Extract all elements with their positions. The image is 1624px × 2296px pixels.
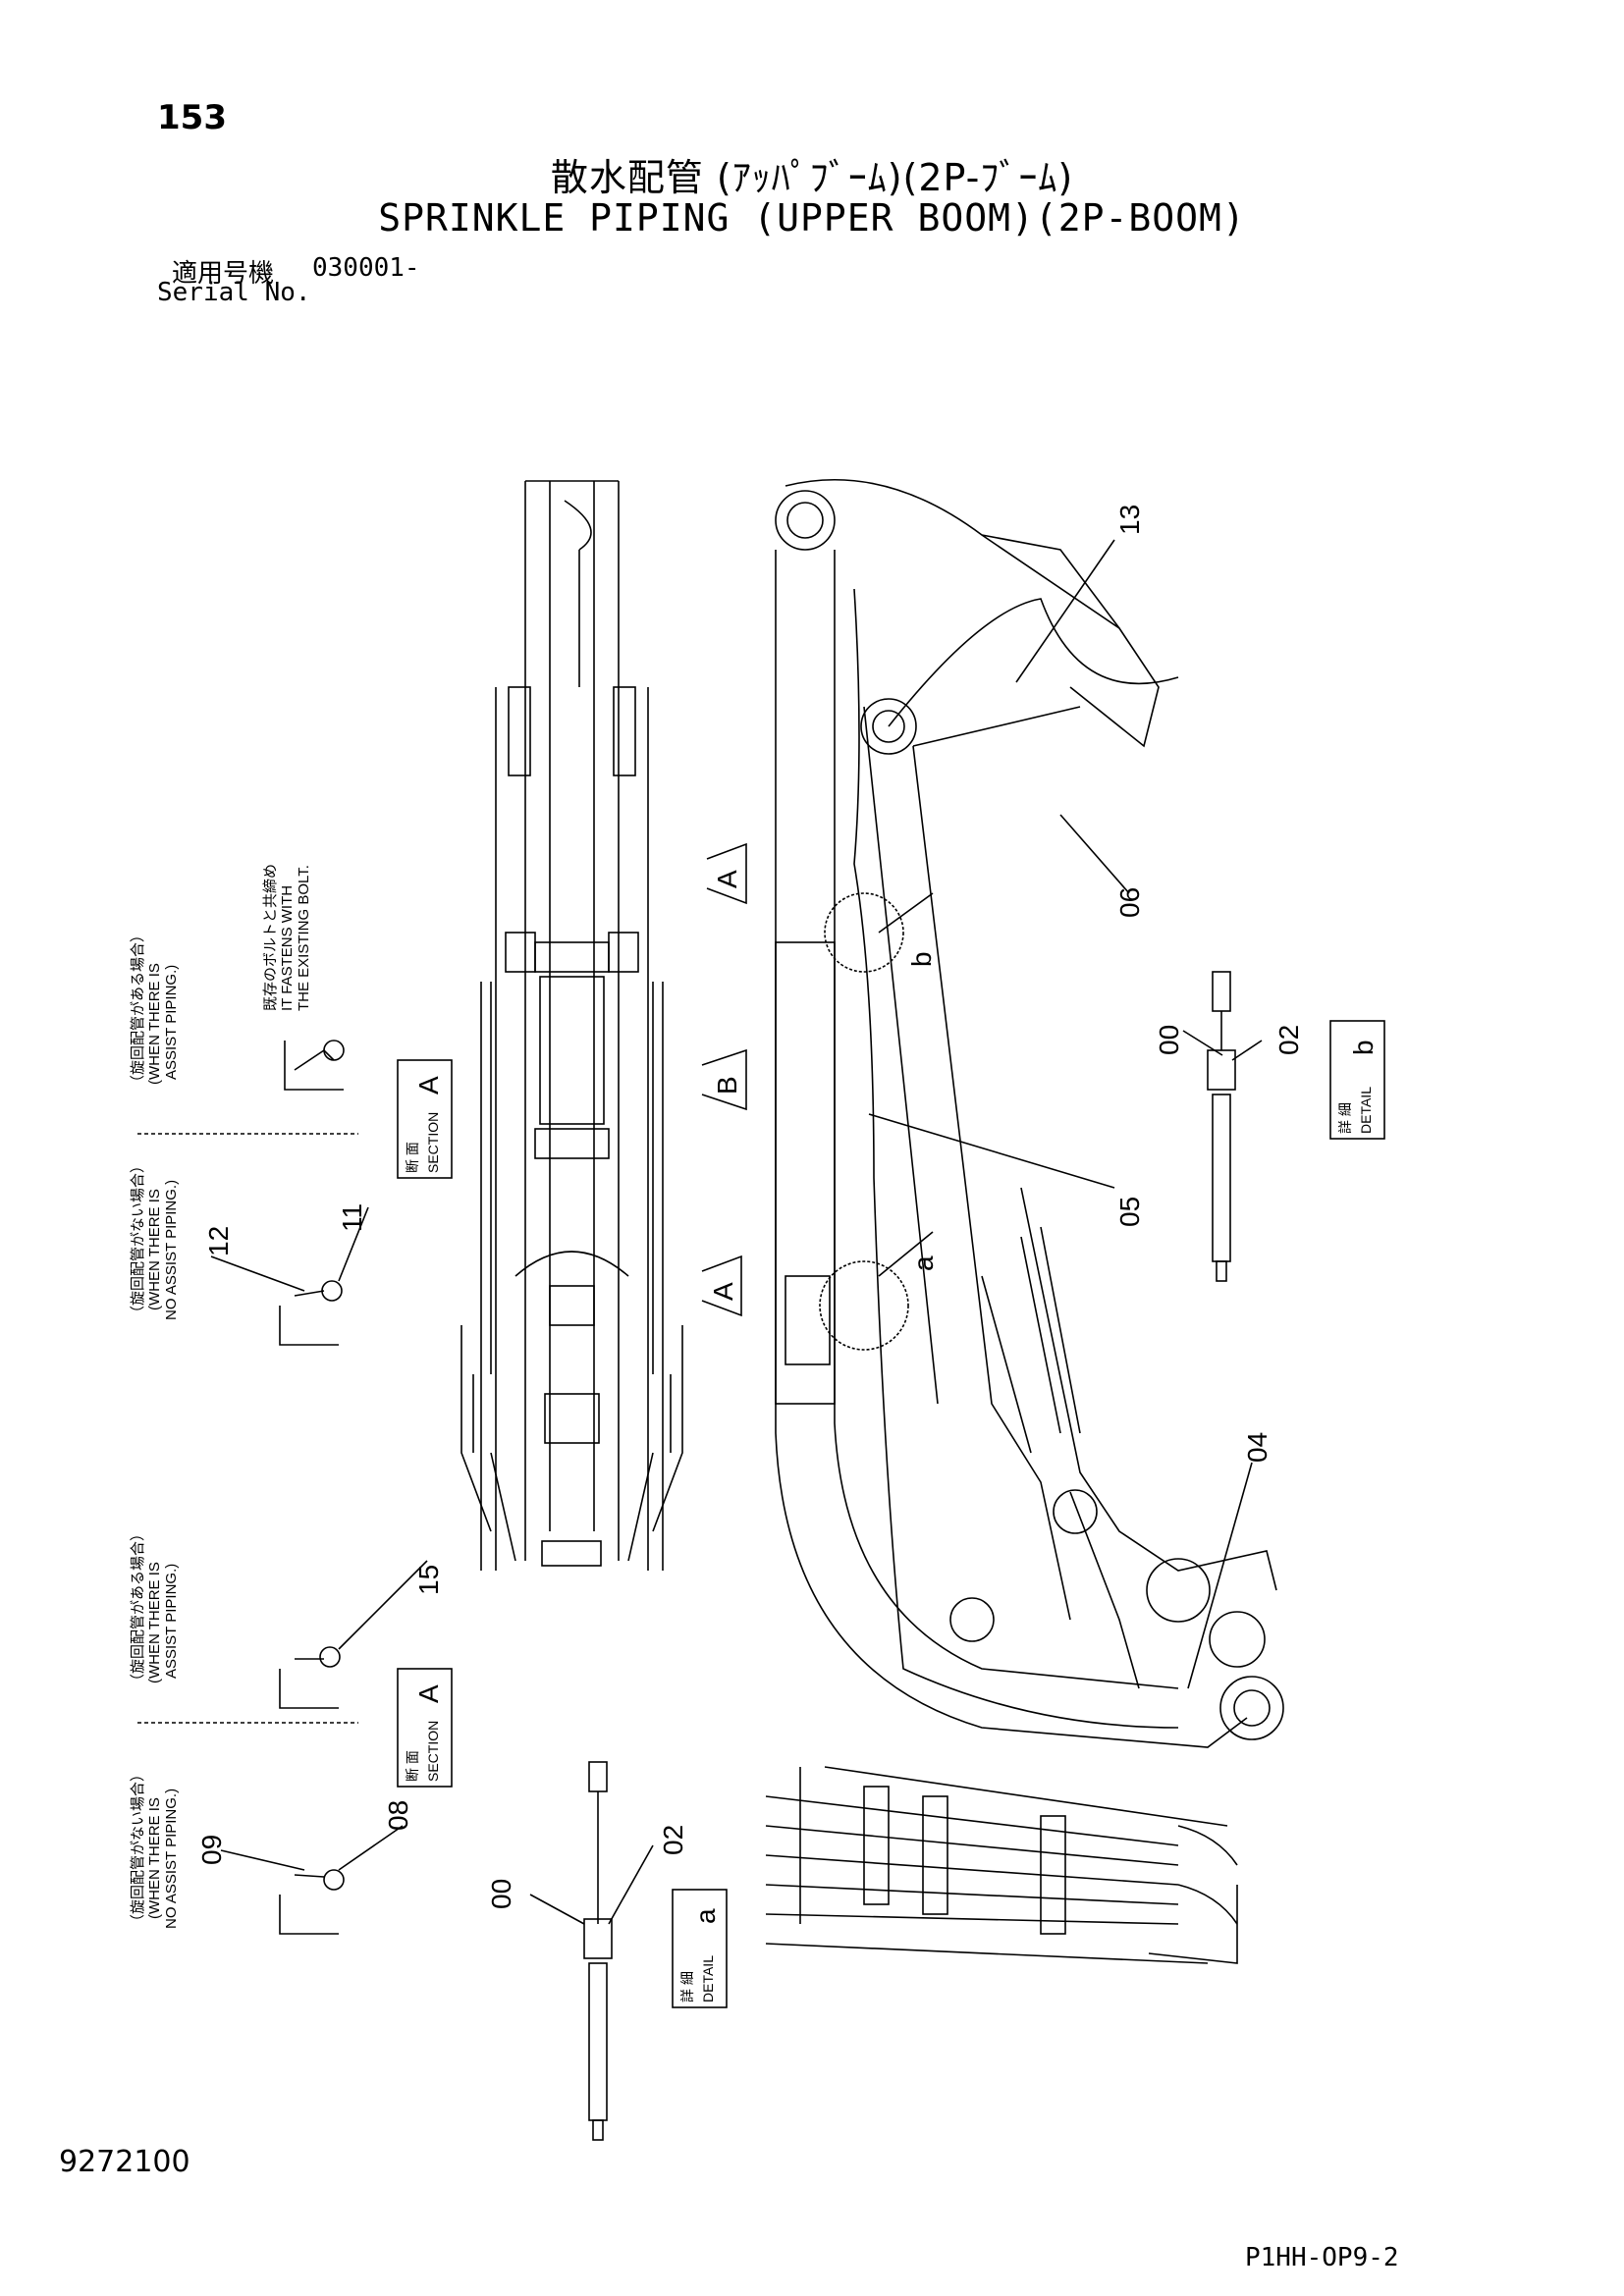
section-box-en-2: SECTION — [425, 1721, 441, 1782]
svg-text:（旋回配管がある場合）: （旋回配管がある場合） — [130, 1526, 146, 1688]
section-box-jp-2: 断 面 — [405, 1750, 420, 1782]
piping-bundle-detail — [765, 1766, 1238, 1964]
callout-02-a: 02 — [658, 1825, 688, 1855]
callout-13: 13 — [1114, 505, 1145, 535]
view-arrow-a-lower: A — [708, 1282, 738, 1301]
leader-lines — [210, 539, 1263, 1925]
page-number: 153 — [157, 98, 227, 137]
detail-box-en-a: DETAIL — [700, 1955, 716, 2002]
callout-15: 15 — [413, 1565, 444, 1595]
callout-00-a: 00 — [486, 1879, 516, 1909]
detail-circle-a: a — [908, 1255, 939, 1271]
section-box-letter-2: A — [413, 1684, 444, 1703]
serial-label-jp: 適用号機 — [172, 259, 275, 289]
boom-top-view — [460, 480, 683, 1571]
callout-11: 11 — [337, 1203, 367, 1232]
view-arrow-a-upper: A — [712, 870, 742, 888]
callout-12: 12 — [203, 1226, 234, 1256]
svg-text:（旋回配管がない場合）: （旋回配管がない場合） — [130, 1767, 146, 1929]
svg-text:(WHEN THERE IS: (WHEN THERE IS — [146, 1562, 163, 1683]
title-english: SPRINKLE PIPING (UPPER BOOM)(2P-BOOM) — [378, 196, 1246, 240]
boom-side-view — [775, 478, 1284, 1748]
note-with-assist-1: （旋回配管がある場合） (WHEN THERE IS ASSIST PIPING… — [130, 928, 180, 1090]
detail-circle-b: b — [906, 951, 937, 967]
view-arrow-b: B — [712, 1076, 742, 1095]
serial-label-en: Serial No. — [157, 278, 311, 307]
svg-text:（旋回配管がある場合）: （旋回配管がある場合） — [130, 928, 146, 1090]
svg-text:（旋回配管がない場合）: （旋回配管がない場合） — [130, 1158, 146, 1320]
callout-06: 06 — [1114, 887, 1145, 918]
section-sketches — [137, 1040, 358, 1935]
callout-04: 04 — [1242, 1432, 1272, 1463]
svg-text:既存のボルトと共締め: 既存のボルトと共締め — [262, 864, 279, 1011]
svg-text:IT FASTENS WITH: IT FASTENS WITH — [279, 885, 296, 1011]
note-no-assist-2: （旋回配管がない場合） (WHEN THERE IS NO ASSIST PIP… — [130, 1767, 180, 1929]
detail-box-letter-b: b — [1348, 1040, 1379, 1055]
section-box-jp-1: 断 面 — [405, 1142, 420, 1173]
section-box-letter-1: A — [413, 1076, 444, 1095]
note-fastens-existing-bolt: 既存のボルトと共締め IT FASTENS WITH THE EXISTING … — [262, 864, 312, 1011]
document-number: 9272100 — [59, 2145, 190, 2179]
svg-text:ASSIST PIPING.): ASSIST PIPING.) — [163, 965, 180, 1080]
svg-text:(WHEN THERE IS: (WHEN THERE IS — [146, 1189, 163, 1310]
svg-text:THE EXISTING BOLT.: THE EXISTING BOLT. — [296, 865, 312, 1011]
section-box-en-1: SECTION — [425, 1112, 441, 1173]
detail-box-jp-a: 詳 細 — [679, 1971, 695, 2002]
title-japanese: 散水配管 (ｱｯﾊﾟﾌﾞｰﾑ)(2P-ﾌﾞｰﾑ) — [550, 156, 1074, 199]
svg-text:(WHEN THERE IS: (WHEN THERE IS — [146, 1797, 163, 1919]
callout-05: 05 — [1114, 1197, 1145, 1227]
callout-09: 09 — [196, 1835, 227, 1865]
detail-box-jp-b: 詳 細 — [1337, 1102, 1353, 1134]
svg-text:ASSIST PIPING.): ASSIST PIPING.) — [163, 1564, 180, 1679]
svg-text:NO ASSIST PIPING.): NO ASSIST PIPING.) — [163, 1180, 180, 1320]
note-no-assist-1: （旋回配管がない場合） (WHEN THERE IS NO ASSIST PIP… — [130, 1158, 180, 1320]
detail-box-en-b: DETAIL — [1358, 1087, 1374, 1134]
callout-02-b: 02 — [1273, 1025, 1304, 1055]
svg-text:(WHEN THERE IS: (WHEN THERE IS — [146, 963, 163, 1085]
serial-value: 030001- — [312, 253, 420, 283]
part-code: P1HH-OP9-2 — [1245, 2243, 1399, 2272]
callout-08: 08 — [383, 1800, 413, 1831]
svg-text:NO ASSIST PIPING.): NO ASSIST PIPING.) — [163, 1789, 180, 1929]
callout-00-b: 00 — [1154, 1025, 1184, 1055]
detail-box-letter-a: a — [690, 1908, 721, 1924]
detail-fittings — [583, 971, 1236, 2141]
note-with-assist-2: （旋回配管がある場合） (WHEN THERE IS ASSIST PIPING… — [130, 1526, 180, 1688]
